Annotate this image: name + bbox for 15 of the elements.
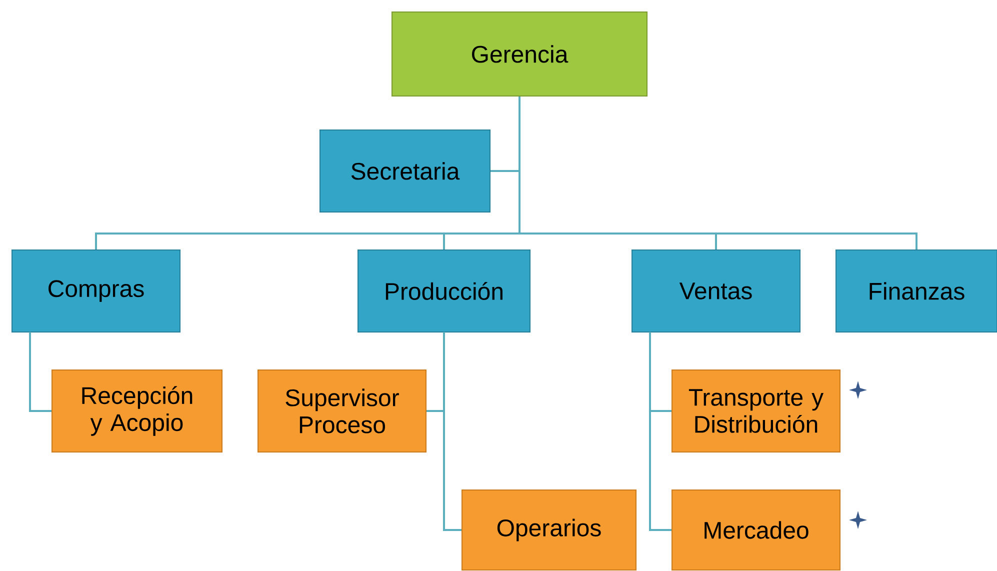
org-box: Transporte y Distribución xyxy=(672,370,840,452)
org-box: Recepción y Acopio xyxy=(52,370,222,452)
connector-line xyxy=(29,332,52,412)
connector-line xyxy=(518,96,918,250)
org-box: Compras xyxy=(12,250,180,332)
org-box: Ventas xyxy=(632,250,800,332)
connector-line xyxy=(649,332,672,531)
org-box: Secretaria xyxy=(320,130,490,212)
org-box: Finanzas xyxy=(836,250,997,332)
org-box: Supervisor Proceso xyxy=(258,370,426,452)
org-box: Gerencia xyxy=(392,12,648,96)
connector-line xyxy=(443,332,462,531)
org-box: Operarios xyxy=(462,490,636,570)
org-box: Mercadeo xyxy=(672,490,840,570)
org-box: Producción xyxy=(358,250,530,332)
